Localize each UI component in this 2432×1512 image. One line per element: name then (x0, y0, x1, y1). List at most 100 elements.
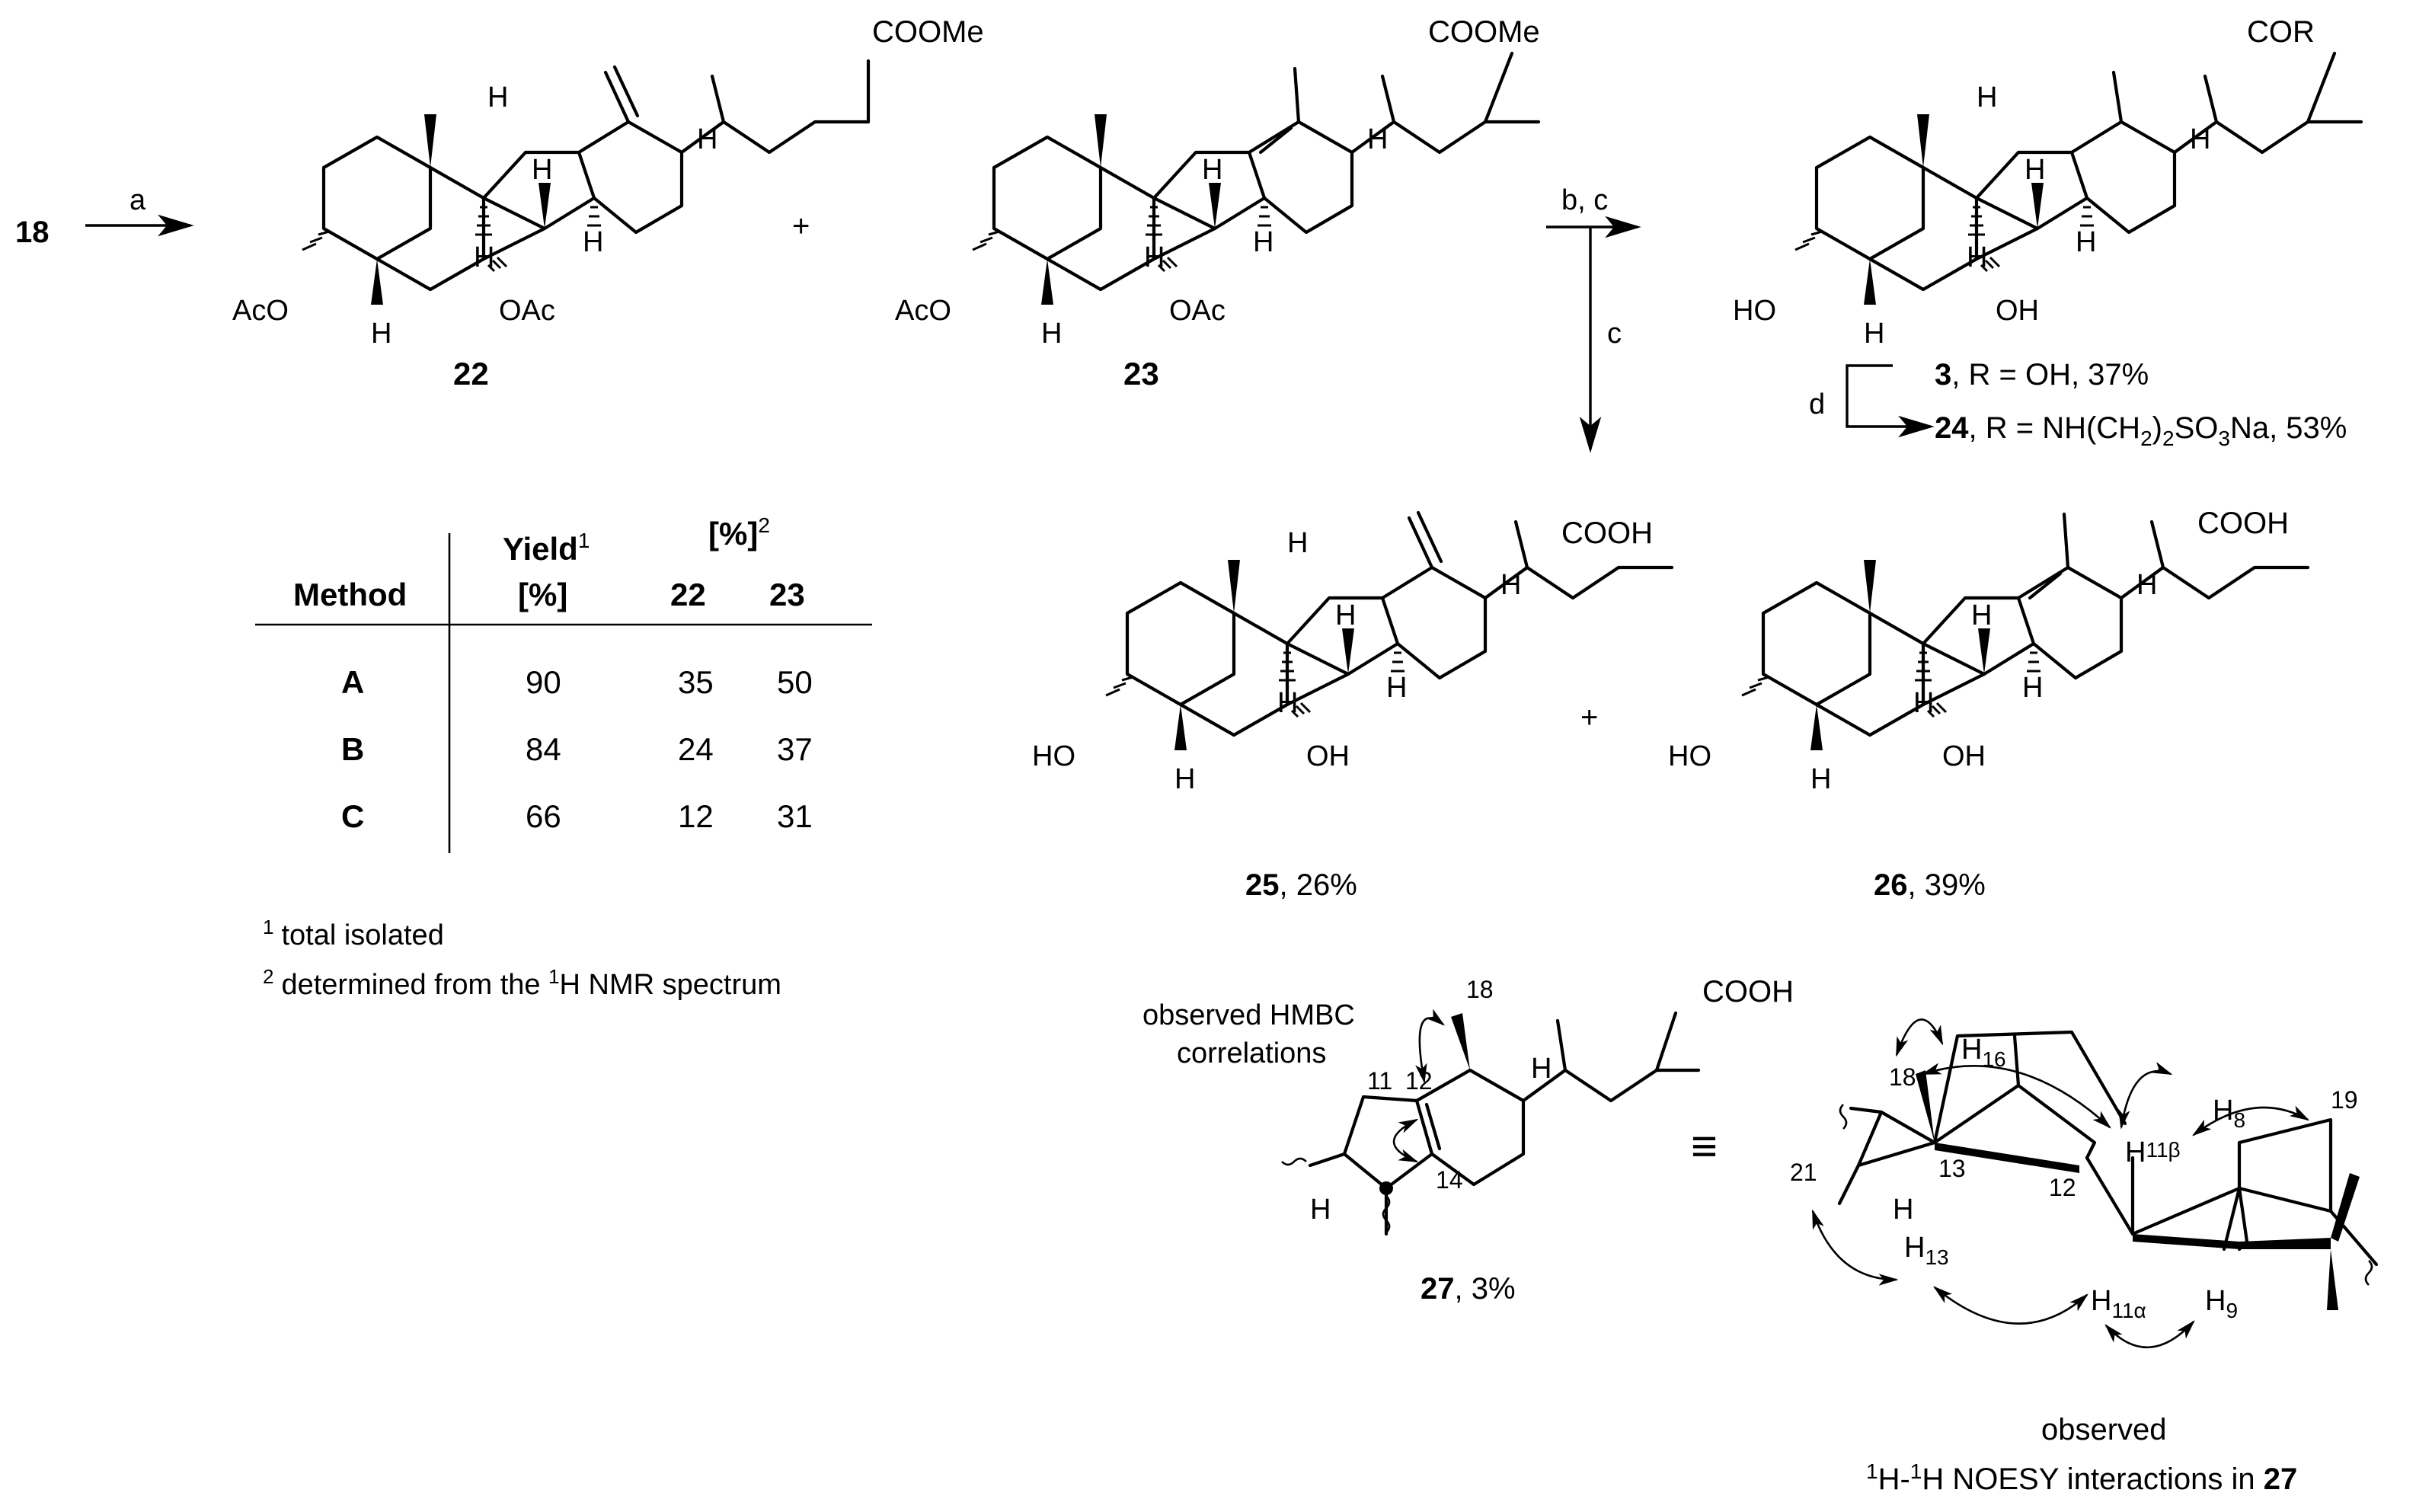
compound-24-line: 24, R = NH(CH2)2SO3Na, 53% (1935, 411, 2347, 450)
table-cell-yield: 66 (526, 798, 561, 834)
h-label: H (1386, 672, 1407, 704)
h-label: H (1967, 241, 1987, 273)
h-label: H (532, 154, 552, 186)
h-label: H (697, 123, 717, 155)
plus-sign: + (1580, 701, 1598, 734)
substituent-oh: OH (1306, 740, 1350, 772)
substituent-ho: HO (1032, 740, 1075, 772)
hmbc-label-line1: observed HMBC (1142, 999, 1355, 1031)
noesy-arrow (1895, 1018, 1944, 1057)
cooh-label: COOH (1702, 975, 1794, 1009)
h-label: H (2022, 672, 2043, 704)
h-label: H (1041, 318, 1062, 350)
structure-27-noesy: H16 H8 H11β H11α H9 H13 H 18 19 21 13 12 (1790, 1018, 2379, 1349)
atom-h13: H13 (1904, 1232, 1949, 1269)
cooh-label: COOH (1561, 516, 1653, 550)
table-cell-p23: 50 (777, 664, 813, 700)
noesy-caption-line2: 1H-1H NOESY interactions in 27 (1866, 1459, 2297, 1496)
hmbc-arrow (1415, 1009, 1446, 1084)
atom-14-label: 14 (1436, 1166, 1463, 1194)
table-cell-p22: 12 (678, 798, 714, 834)
structure-27-hmbc: observed HMBC correlations COOH H H 18 1… (1142, 975, 1794, 1236)
noesy-arrow (1811, 1209, 1899, 1286)
ester-label: COOMe (1428, 15, 1540, 49)
substituent-oac: OAc (1169, 295, 1226, 327)
h-label: H (371, 318, 391, 350)
h-label: H (1864, 318, 1884, 350)
compound-27-caption: 27, 3% (1421, 1272, 1516, 1306)
noesy-arrow (1932, 1286, 2088, 1325)
atom-19-label: 19 (2331, 1086, 2358, 1114)
hmbc-label-line2: correlations (1177, 1037, 1326, 1069)
noesy-caption-line1: observed (2041, 1413, 2167, 1446)
h-label: H (1913, 687, 1934, 719)
atom-h8: H8 (2213, 1095, 2245, 1132)
h-label: H (1277, 687, 1298, 719)
substituent-ho: HO (1733, 295, 1776, 327)
atom-13-label: 13 (1938, 1155, 1966, 1182)
table-header-yield: Yield1 (503, 529, 590, 567)
atom-11-label: 11 (1367, 1067, 1392, 1095)
substituent-oh: OH (1942, 740, 1986, 772)
table-header-method: Method (293, 577, 407, 612)
h-label: H (2136, 569, 2157, 601)
h-label: H (487, 82, 508, 113)
structure-23: AcO OAc H H H H H COOMe 23 (895, 15, 1540, 392)
substituent-oh: OH (1996, 295, 2039, 327)
table-cell-yield: 84 (526, 731, 561, 767)
table-cell-method: C (341, 798, 364, 834)
step-a-label: a (129, 184, 146, 216)
table-cell-p23: 31 (777, 798, 813, 834)
structure-26: HO OH H H H H H COOH (1668, 507, 2308, 795)
h-label: H (2190, 123, 2210, 155)
table-header-22: 22 (670, 577, 706, 612)
h-label: H (1287, 527, 1308, 559)
noesy-arrow (1921, 1063, 2111, 1129)
table-header-yield-unit: [%] (518, 577, 567, 612)
compound-18-label: 18 (15, 216, 50, 249)
compound-22-number: 22 (453, 356, 489, 392)
noesy-arrow (2104, 1320, 2195, 1349)
arrow-step-d (1846, 364, 1935, 438)
h-label: H (2076, 226, 2096, 258)
cor-label: COR (2247, 15, 2315, 49)
step-bc-label: b, c (1561, 184, 1608, 216)
noesy-arrow (2118, 1062, 2173, 1130)
cooh-label: COOH (2197, 507, 2289, 540)
compound-3-line: 3, R = OH, 37% (1935, 358, 2149, 392)
h-label: H (1335, 599, 1356, 631)
h-label: H (1253, 226, 1274, 258)
atom-18-label: 18 (1889, 1063, 1916, 1091)
table-cell-method: B (341, 731, 364, 767)
compound-26-caption: 26, 39% (1874, 868, 1986, 902)
ester-label: COOMe (872, 15, 984, 49)
h-label: H (1202, 154, 1222, 186)
noesy-arrow (2191, 1105, 2310, 1136)
h-label: H (1144, 241, 1165, 273)
atom-h9: H9 (2205, 1285, 2238, 1322)
table-cell-p22: 24 (678, 731, 714, 767)
step-c-label: c (1607, 318, 1622, 350)
atom-21-label: 21 (1790, 1159, 1817, 1186)
atom-12-label: 12 (2049, 1174, 2076, 1201)
compound-25-caption: 25, 26% (1245, 868, 1357, 902)
structure-3: HO OH H H H H H H COR (1733, 15, 2361, 350)
h-label: H (1367, 123, 1388, 155)
compound-23-number: 23 (1123, 356, 1159, 392)
atom-12-label: 12 (1405, 1067, 1433, 1095)
table-cell-method: A (341, 664, 364, 700)
h-label: H (1893, 1194, 1913, 1226)
h-label: H (474, 241, 494, 273)
atom-h11b: H11β (2125, 1136, 2181, 1168)
table-cell-p23: 37 (777, 731, 813, 767)
substituent-aco: AcO (232, 295, 289, 327)
h-label: H (1500, 569, 1521, 601)
h-label: H (1971, 599, 1992, 631)
table-header-23: 23 (769, 577, 805, 612)
h-label: H (1810, 763, 1831, 795)
atom-18-label: 18 (1466, 976, 1494, 1003)
